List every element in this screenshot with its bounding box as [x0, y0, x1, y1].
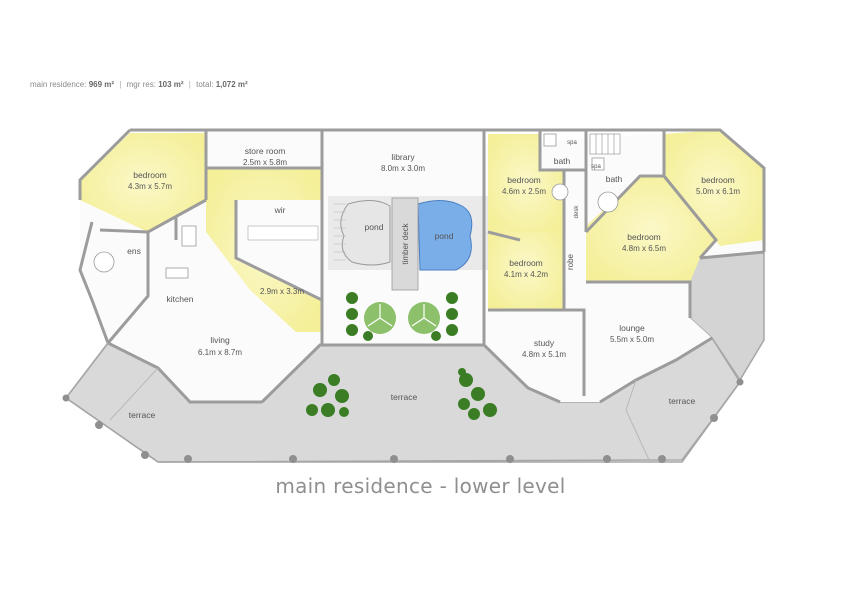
mgr-area-value: 103 m² [158, 80, 184, 89]
store-room-name: store room [245, 146, 286, 156]
total-area-label: total: [196, 80, 214, 89]
room-labels: bedroom 4.3m x 5.7m store room 2.5m x 5.… [127, 140, 740, 420]
terrace-edge [62, 342, 744, 463]
ens-name: ens [127, 246, 141, 256]
study-name: study [534, 338, 555, 348]
bath-2-name: bath [606, 174, 623, 184]
unnamed-room-size: 2.9m x 3.3m [260, 287, 304, 296]
robe-name: robe [566, 253, 575, 270]
library-size: 8.0m x 3.0m [381, 164, 425, 173]
bedroom-4-size: 4.8m x 6.5m [622, 244, 666, 253]
bedroom-2-size: 4.6m x 2.5m [502, 187, 546, 196]
bedroom-5-size: 5.0m x 6.1m [696, 187, 740, 196]
spa-1-name: spa [567, 140, 577, 146]
mgr-area-label: mgr res: [126, 80, 156, 89]
wir-name: wir [274, 205, 286, 215]
spa-2-name: spa [591, 164, 601, 170]
bedroom-4-name: bedroom [627, 232, 661, 242]
separator: | [119, 80, 122, 89]
bathroom-fixtures [93, 133, 619, 279]
lounge-size: 5.5m x 5.0m [610, 335, 654, 344]
pond-feature [328, 196, 488, 291]
kitchen-name: kitchen [167, 294, 194, 304]
bedroom-1-size: 4.3m x 5.7m [128, 182, 172, 191]
study-size: 4.8m x 5.1m [522, 350, 566, 359]
room-fills [80, 130, 764, 332]
terrace-left-name: terrace [129, 410, 156, 420]
bedroom-1-name: bedroom [133, 170, 167, 180]
bedroom-3-size: 4.1m x 4.2m [504, 270, 548, 279]
timber-deck-name: timber deck [401, 222, 410, 264]
separator: | [188, 80, 191, 89]
walls [78, 128, 766, 404]
bedroom-5-name: bedroom [701, 175, 735, 185]
main-area-label: main residence: [30, 80, 87, 89]
garden-trees [306, 292, 497, 420]
plan-caption: main residence - lower level [275, 474, 566, 498]
bedroom-2-name: bedroom [507, 175, 541, 185]
living-name: living [210, 335, 230, 345]
terrace-center-name: terrace [391, 392, 418, 402]
pond-right-name: pond [435, 231, 454, 241]
store-room-size: 2.5m x 5.8m [243, 158, 287, 167]
terrace-right-name: terrace [669, 396, 696, 406]
stairs [589, 133, 621, 155]
living-size: 6.1m x 8.7m [198, 348, 242, 357]
area-summary: main residence: 969 m² | mgr res: 103 m²… [30, 80, 248, 89]
library-name: library [391, 152, 415, 162]
bath-1-name: bath [554, 156, 571, 166]
bedroom-3-name: bedroom [509, 258, 543, 268]
pond-left-name: pond [365, 222, 384, 232]
lounge-name: lounge [619, 323, 645, 333]
total-area-value: 1,072 m² [215, 80, 248, 89]
desk-name: desk [574, 205, 580, 219]
wir-shelf [247, 225, 319, 241]
main-area-value: 969 m² [88, 80, 115, 89]
